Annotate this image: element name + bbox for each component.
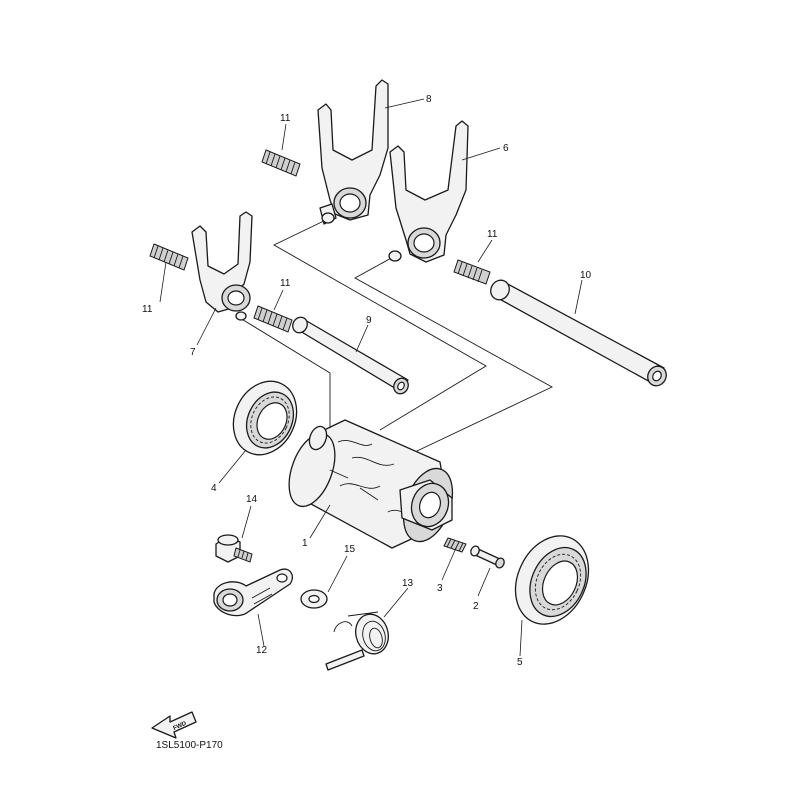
callout-15: 15 [344, 544, 356, 555]
shift-fork-6[interactable] [388, 120, 469, 263]
spring-3[interactable] [443, 537, 467, 553]
callout-14: 14 [246, 494, 258, 505]
shift-fork-8[interactable] [317, 79, 389, 225]
pin-2[interactable] [469, 545, 505, 569]
guide-bar-10[interactable] [487, 277, 670, 389]
callout-13: 13 [402, 578, 414, 589]
bearing-4[interactable] [222, 371, 308, 465]
stopper-lever-12[interactable] [213, 568, 294, 617]
bolt-14[interactable] [215, 534, 253, 563]
guide-pin-11-top[interactable] [261, 149, 301, 177]
callout-3: 3 [437, 583, 443, 594]
callout-11-middle: 11 [280, 278, 291, 289]
callout-12: 12 [256, 645, 268, 656]
guide-bar-9[interactable] [290, 315, 411, 397]
diagram-reference-code: 1SL5100-P170 [156, 740, 223, 751]
guide-pin-11-middle[interactable] [253, 305, 293, 333]
callout-11-right: 11 [487, 229, 498, 240]
callout-5: 5 [517, 657, 523, 668]
callout-2: 2 [473, 601, 479, 612]
callout-6: 6 [503, 143, 509, 154]
bearing-5[interactable] [502, 524, 603, 636]
torsion-spring-13[interactable] [325, 611, 393, 671]
shift-drum-1[interactable] [280, 419, 461, 549]
callout-7: 7 [190, 347, 196, 358]
guide-pin-11-left[interactable] [149, 243, 189, 271]
callout-11-left: 11 [142, 304, 153, 315]
callout-10: 10 [580, 270, 592, 281]
guide-pin-11-right[interactable] [453, 259, 491, 285]
callout-8: 8 [426, 94, 432, 105]
leader-lines [159, 98, 583, 657]
callout-4: 4 [211, 483, 217, 494]
shift-fork-7[interactable] [191, 211, 253, 321]
forward-direction-arrow-icon: FWD [151, 711, 197, 739]
fwd-label: FWD [173, 721, 189, 732]
callout-9: 9 [366, 315, 372, 326]
callout-1: 1 [302, 538, 308, 549]
callout-11-top: 11 [280, 113, 291, 124]
callout-labels: 8 6 11 11 10 11 11 7 9 4 1 14 15 13 3 2 … [142, 94, 592, 668]
washer-15[interactable] [300, 589, 328, 609]
